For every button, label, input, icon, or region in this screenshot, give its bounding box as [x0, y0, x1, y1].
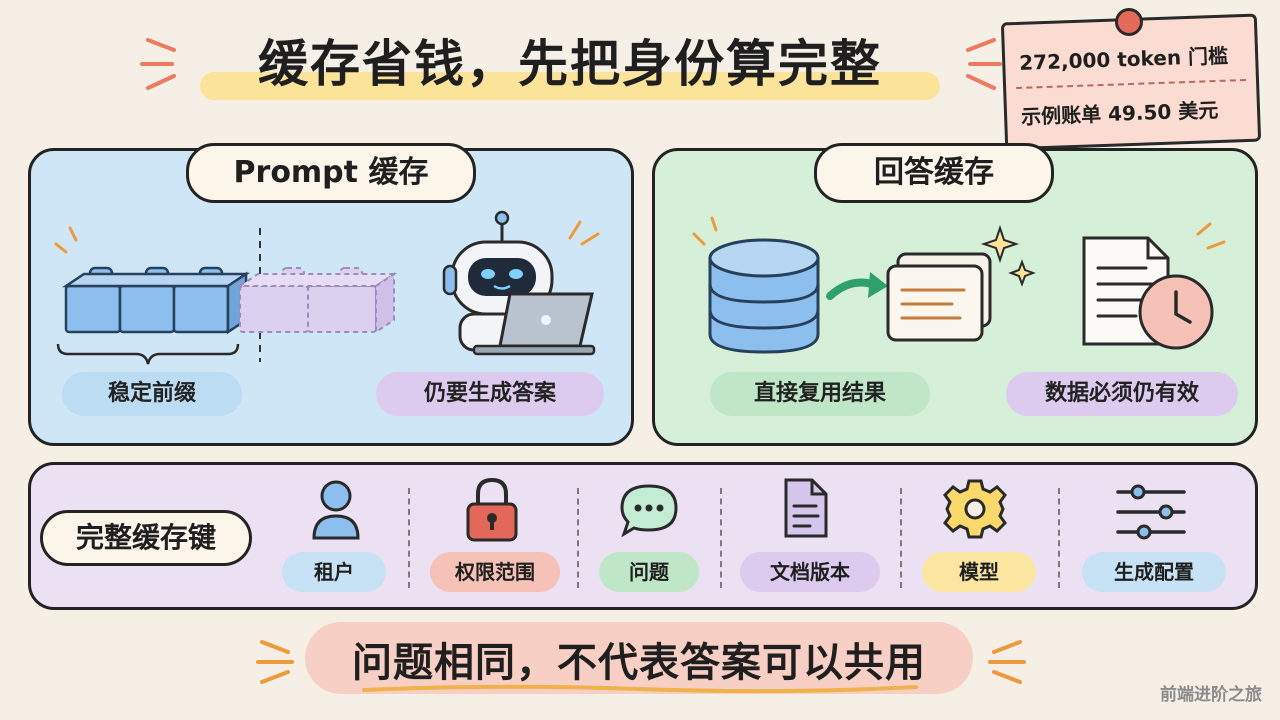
- note-bill: 示例账单 49.50 美元: [1020, 97, 1219, 129]
- note-threshold: 272,000 token 门槛: [1018, 43, 1229, 75]
- key-item-gen-config: 生成配置: [1082, 552, 1226, 592]
- note-divider: [1016, 78, 1247, 90]
- divider-2: [577, 488, 579, 588]
- key-item-permission: 权限范围: [430, 552, 560, 592]
- pin-icon: [1115, 8, 1143, 36]
- reuse-result-chip: 直接复用结果: [710, 372, 930, 416]
- title-spark-left-icon: [140, 38, 176, 90]
- banner-underline: [362, 684, 918, 694]
- answer-cache-title: 回答缓存: [814, 143, 1054, 203]
- prompt-cache-title: Prompt 缓存: [186, 143, 476, 203]
- title-spark-right-icon: [966, 38, 1002, 90]
- bottom-message: 问题相同，不代表答案可以共用: [352, 640, 926, 686]
- key-item-tenant: 租户: [282, 552, 386, 592]
- key-item-model: 模型: [922, 552, 1036, 592]
- stable-prefix-chip: 稳定前缀: [62, 372, 242, 416]
- divider-4: [900, 488, 902, 588]
- banner-spark-left-icon: [256, 640, 294, 684]
- footer-watermark: 前端进阶之旅: [1160, 685, 1262, 705]
- lock-icon: [466, 477, 518, 542]
- gear-icon: [943, 479, 1007, 539]
- title-highlight: [200, 72, 940, 100]
- stable-prefix-blocks-icon: [54, 226, 398, 365]
- divider-5: [1058, 488, 1060, 588]
- bottom-banner: [305, 622, 973, 694]
- key-item-doc-version: 文档版本: [740, 552, 880, 592]
- data-valid-chip: 数据必须仍有效: [1006, 372, 1238, 416]
- document-icon: [784, 478, 828, 538]
- divider-1: [408, 488, 410, 588]
- sliders-icon: [1116, 484, 1186, 540]
- chat-bubble-icon: [620, 484, 678, 538]
- key-item-question: 问题: [599, 552, 699, 592]
- document-clock-icon: [1082, 222, 1226, 350]
- database-to-result-icon: [692, 216, 1036, 354]
- banner-spark-right-icon: [988, 640, 1026, 684]
- cache-key-label: 完整缓存键: [40, 510, 252, 566]
- robot-laptop-icon: [442, 210, 600, 356]
- title-block: 缓存省钱，先把身份算完整: [190, 20, 950, 110]
- page-title: 缓存省钱，先把身份算完整: [258, 35, 882, 93]
- still-generate-chip: 仍要生成答案: [376, 372, 604, 416]
- user-icon: [312, 480, 360, 540]
- divider-3: [720, 488, 722, 588]
